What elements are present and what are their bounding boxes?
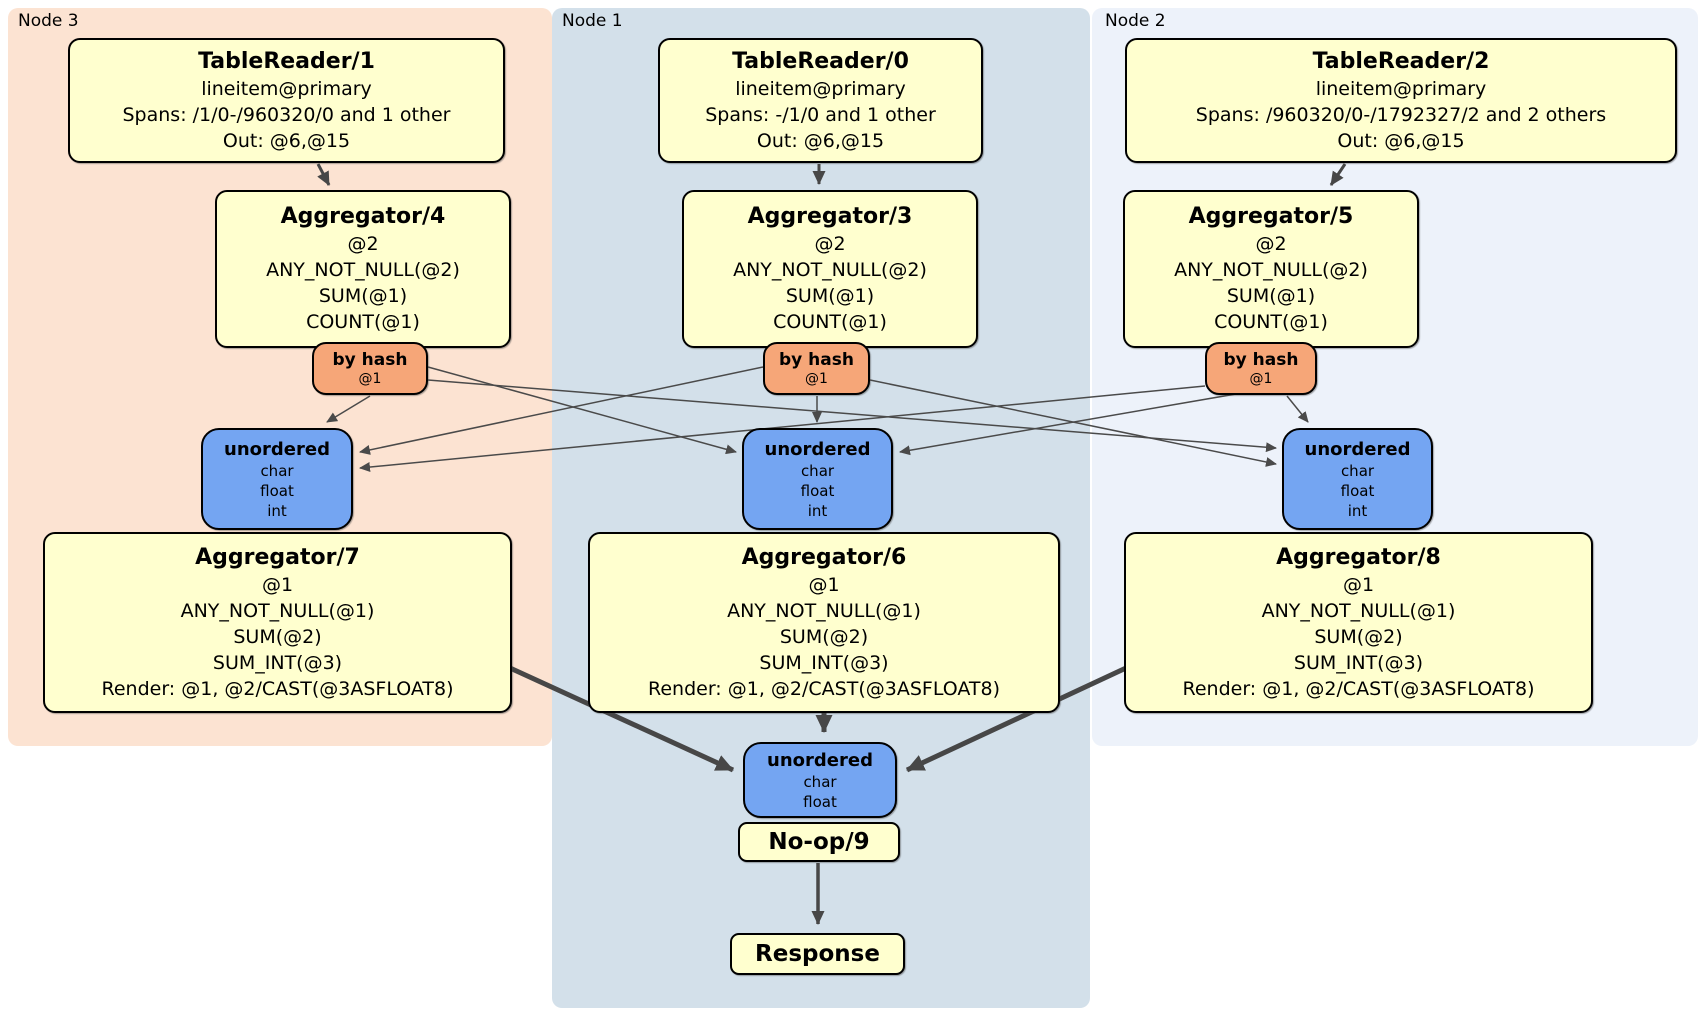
hash-router-node1-title: by hash [779,349,854,370]
aggregator-6-fn3: SUM_INT(@3) [759,651,889,674]
aggregator-7-fn1: ANY_NOT_NULL(@1) [180,599,375,622]
hash-router-node3: by hash @1 [312,342,428,395]
hash-router-node3-title: by hash [332,349,408,370]
aggregator-8-group: @1 [1342,573,1375,596]
aggregator-7-group: @1 [261,573,294,596]
aggregator-7-box: Aggregator/7 @1 ANY_NOT_NULL(@1) SUM(@2)… [43,532,512,713]
aggregator-7-render: Render: @1, @2/CAST(@3ASFLOAT8) [101,677,454,700]
unordered-sync-node2-title: unordered [1304,438,1411,460]
unordered-sync-final-type1: char [803,772,837,791]
aggregator-6-title: Aggregator/6 [741,544,907,570]
aggregator-7-fn2: SUM(@2) [233,625,322,648]
hash-router-node2: by hash @1 [1205,342,1317,395]
unordered-sync-node3-type1: char [260,461,294,480]
node-1-label: Node 1 [562,11,623,31]
tablereader-0-box: TableReader/0 lineitem@primary Spans: -/… [658,38,983,163]
aggregator-7-title: Aggregator/7 [195,544,360,570]
aggregator-3-fn1: ANY_NOT_NULL(@2) [733,259,927,281]
tablereader-1-out: Out: @6,@15 [222,129,351,152]
hash-router-node1-cols: @1 [805,370,828,387]
hash-router-node2-cols: @1 [1249,370,1273,387]
aggregator-6-box: Aggregator/6 @1 ANY_NOT_NULL(@1) SUM(@2)… [588,532,1060,713]
unordered-sync-node1-type2: float [800,481,835,500]
node-3-label: Node 3 [18,11,79,31]
tablereader-0-out: Out: @6,@15 [756,129,885,152]
aggregator-8-render: Render: @1, @2/CAST(@3ASFLOAT8) [1182,677,1535,700]
hash-router-node3-cols: @1 [358,370,382,387]
response-box: Response [730,933,905,975]
noop-9-title: No-op/9 [768,829,870,855]
aggregator-8-box: Aggregator/8 @1 ANY_NOT_NULL(@1) SUM(@2)… [1124,532,1593,713]
unordered-sync-node1-type3: int [807,501,828,520]
unordered-sync-node3-type3: int [267,501,287,520]
node-2-label: Node 2 [1105,11,1166,31]
tablereader-2-out: Out: @6,@15 [1337,129,1465,152]
unordered-sync-node2-type2: float [1340,481,1375,500]
aggregator-3-fn2: SUM(@1) [785,285,875,307]
aggregator-4-box: Aggregator/4 @2 ANY_NOT_NULL(@2) SUM(@1)… [215,190,511,348]
tablereader-1-index: lineitem@primary [201,77,372,100]
tablereader-1-title: TableReader/1 [198,48,375,74]
noop-9-box: No-op/9 [738,822,900,862]
unordered-sync-final: unordered char float [743,742,897,818]
unordered-sync-node3-type2: float [260,481,294,500]
tablereader-2-title: TableReader/2 [1312,48,1490,74]
aggregator-4-fn1: ANY_NOT_NULL(@2) [266,259,460,281]
unordered-sync-node2-type3: int [1347,501,1368,520]
aggregator-5-box: Aggregator/5 @2 ANY_NOT_NULL(@2) SUM(@1)… [1123,190,1419,348]
aggregator-3-fn3: COUNT(@1) [773,311,887,333]
aggregator-4-fn2: SUM(@1) [318,285,408,307]
response-title: Response [755,941,880,967]
aggregator-3-box: Aggregator/3 @2 ANY_NOT_NULL(@2) SUM(@1)… [682,190,978,348]
tablereader-1-spans: Spans: /1/0-/960320/0 and 1 other [122,103,451,126]
aggregator-8-fn3: SUM_INT(@3) [1293,651,1424,674]
aggregator-8-fn1: ANY_NOT_NULL(@1) [1261,599,1456,622]
unordered-sync-node1: unordered char float int [742,428,893,530]
tablereader-2-index: lineitem@primary [1315,77,1487,100]
aggregator-5-title: Aggregator/5 [1188,204,1354,229]
unordered-sync-node2: unordered char float int [1282,428,1433,530]
aggregator-4-group: @2 [347,233,379,255]
unordered-sync-final-type2: float [803,792,837,811]
hash-router-node1: by hash @1 [763,342,870,395]
aggregator-8-fn2: SUM(@2) [1314,625,1403,648]
aggregator-5-fn3: COUNT(@1) [1214,311,1328,333]
unordered-sync-final-title: unordered [767,749,873,771]
aggregator-3-group: @2 [814,233,846,255]
unordered-sync-node2-type1: char [1340,461,1375,480]
unordered-sync-node3: unordered char float int [201,428,353,530]
tablereader-1-box: TableReader/1 lineitem@primary Spans: /1… [68,38,505,163]
unordered-sync-node1-type1: char [800,461,835,480]
aggregator-4-title: Aggregator/4 [280,204,446,229]
aggregator-4-fn3: COUNT(@1) [306,311,420,333]
tablereader-0-spans: Spans: -/1/0 and 1 other [705,103,936,126]
unordered-sync-node3-title: unordered [224,438,330,460]
aggregator-5-fn2: SUM(@1) [1226,285,1316,307]
aggregator-3-title: Aggregator/3 [747,204,913,229]
aggregator-5-fn1: ANY_NOT_NULL(@2) [1174,259,1368,281]
aggregator-7-fn3: SUM_INT(@3) [212,651,343,674]
aggregator-6-fn1: ANY_NOT_NULL(@1) [727,599,921,622]
tablereader-2-spans: Spans: /960320/0-/1792327/2 and 2 others [1195,103,1607,126]
aggregator-5-group: @2 [1255,233,1287,255]
aggregator-6-render: Render: @1, @2/CAST(@3ASFLOAT8) [648,677,1000,700]
aggregator-8-title: Aggregator/8 [1276,544,1441,570]
tablereader-2-box: TableReader/2 lineitem@primary Spans: /9… [1125,38,1677,163]
tablereader-0-title: TableReader/0 [732,48,909,74]
hash-router-node2-title: by hash [1223,349,1299,370]
aggregator-6-fn2: SUM(@2) [779,625,869,648]
tablereader-0-index: lineitem@primary [735,77,906,100]
unordered-sync-node1-title: unordered [764,438,871,460]
aggregator-6-group: @1 [808,573,840,596]
